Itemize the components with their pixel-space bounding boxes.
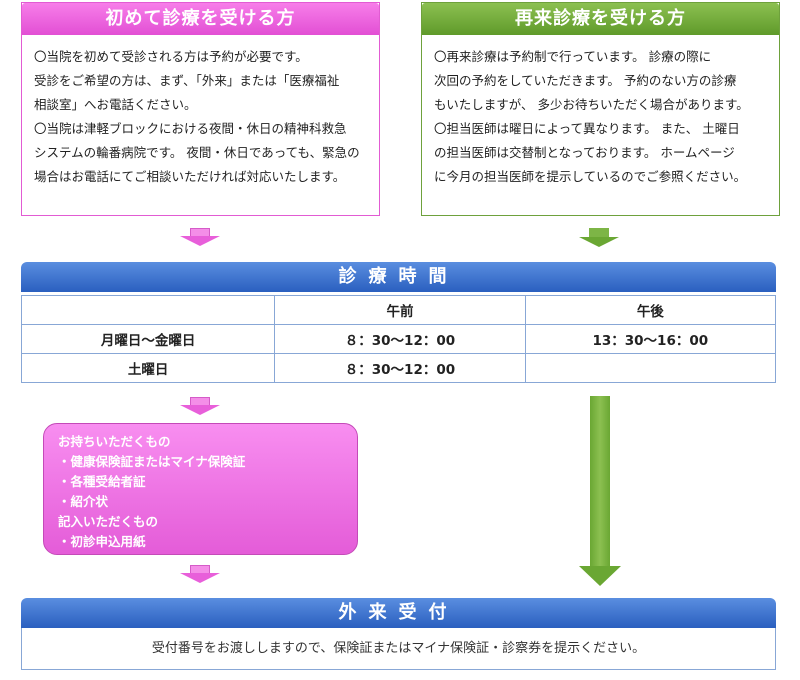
return-visit-line: もいたしますが、 多少お待ちいただく場合があります。 [434, 97, 749, 112]
hours-day: 土曜日 [20, 353, 276, 383]
hours-day: 月曜日～金曜日 [20, 324, 276, 354]
first-visit-line: 〇当院は津軽ブロックにおける夜間・休日の精神科救急 [34, 121, 347, 136]
first-visit-panel: 初めて診療を受ける方 〇当院を初めて受診される方は予約が必要です。 受診をご希望… [21, 2, 380, 216]
hours-col-header [20, 295, 276, 325]
hours-pm: 13：30～16：00 [524, 324, 777, 354]
return-visit-line: に今月の担当医師を提示しているのでご参照ください。 [434, 169, 747, 184]
hours-pm [524, 353, 777, 383]
return-visit-panel: 再来診療を受ける方 〇再来診療は予約制で行っています。 診療の際に 次回の予約を… [421, 2, 780, 216]
bring-line: 記入いただくもの [58, 514, 159, 529]
table-row: 土曜日 ８：30～12：00 [20, 353, 777, 383]
return-visit-line: 〇担当医師は曜日によって異なります。 また、 土曜日 [434, 121, 740, 136]
first-visit-line: 相談室」へお電話ください。 [34, 97, 197, 112]
first-visit-title: 初めて診療を受ける方 [22, 3, 379, 35]
first-visit-line: システムの輪番病院です。 夜間・休日であっても、緊急の [34, 145, 360, 160]
first-visit-line: 場合はお電話にてご相談いただければ対応いたします。 [34, 169, 346, 184]
bring-line: ・紹介状 [58, 494, 109, 509]
return-visit-line: 次回の予約をしていただきます。 予約のない方の診療 [434, 73, 737, 88]
first-visit-line: 受診をご希望の方は、まず、「外来」または「医療福祉 [34, 73, 340, 88]
hours-col-header: 午前 [274, 295, 526, 325]
return-visit-title: 再来診療を受ける方 [422, 3, 779, 35]
hours-title: 診療時間 [21, 262, 776, 292]
bring-items-box: お持ちいただくもの ・健康保険証またはマイナ保険証 ・各種受給者証 ・紹介状 記… [43, 423, 358, 555]
bring-line: お持ちいただくもの [58, 434, 171, 449]
hours-col-header: 午後 [524, 295, 777, 325]
reception-text: 受付番号をお渡ししますので、保険証またはマイナ保険証・診察券を提示ください。 [21, 628, 776, 670]
table-row: 月曜日～金曜日 ８：30～12：00 13：30～16：00 [20, 324, 777, 354]
return-visit-line: 〇再来診療は予約制で行っています。 診療の際に [434, 49, 712, 64]
hours-table: 午前 午後 月曜日～金曜日 ８：30～12：00 13：30～16：00 土曜日… [20, 295, 777, 383]
hours-am: ８：30～12：00 [274, 324, 526, 354]
bring-line: ・初診申込用紙 [58, 534, 146, 549]
hours-am: ８：30～12：00 [274, 353, 526, 383]
return-visit-line: の担当医師は交替制となっております。 ホームページ [434, 145, 735, 160]
first-visit-line: 〇当院を初めて受診される方は予約が必要です。 [34, 49, 308, 64]
bring-line: ・各種受給者証 [58, 474, 146, 489]
reception-title: 外来受付 [21, 598, 776, 628]
bring-line: ・健康保険証またはマイナ保険証 [58, 454, 246, 469]
